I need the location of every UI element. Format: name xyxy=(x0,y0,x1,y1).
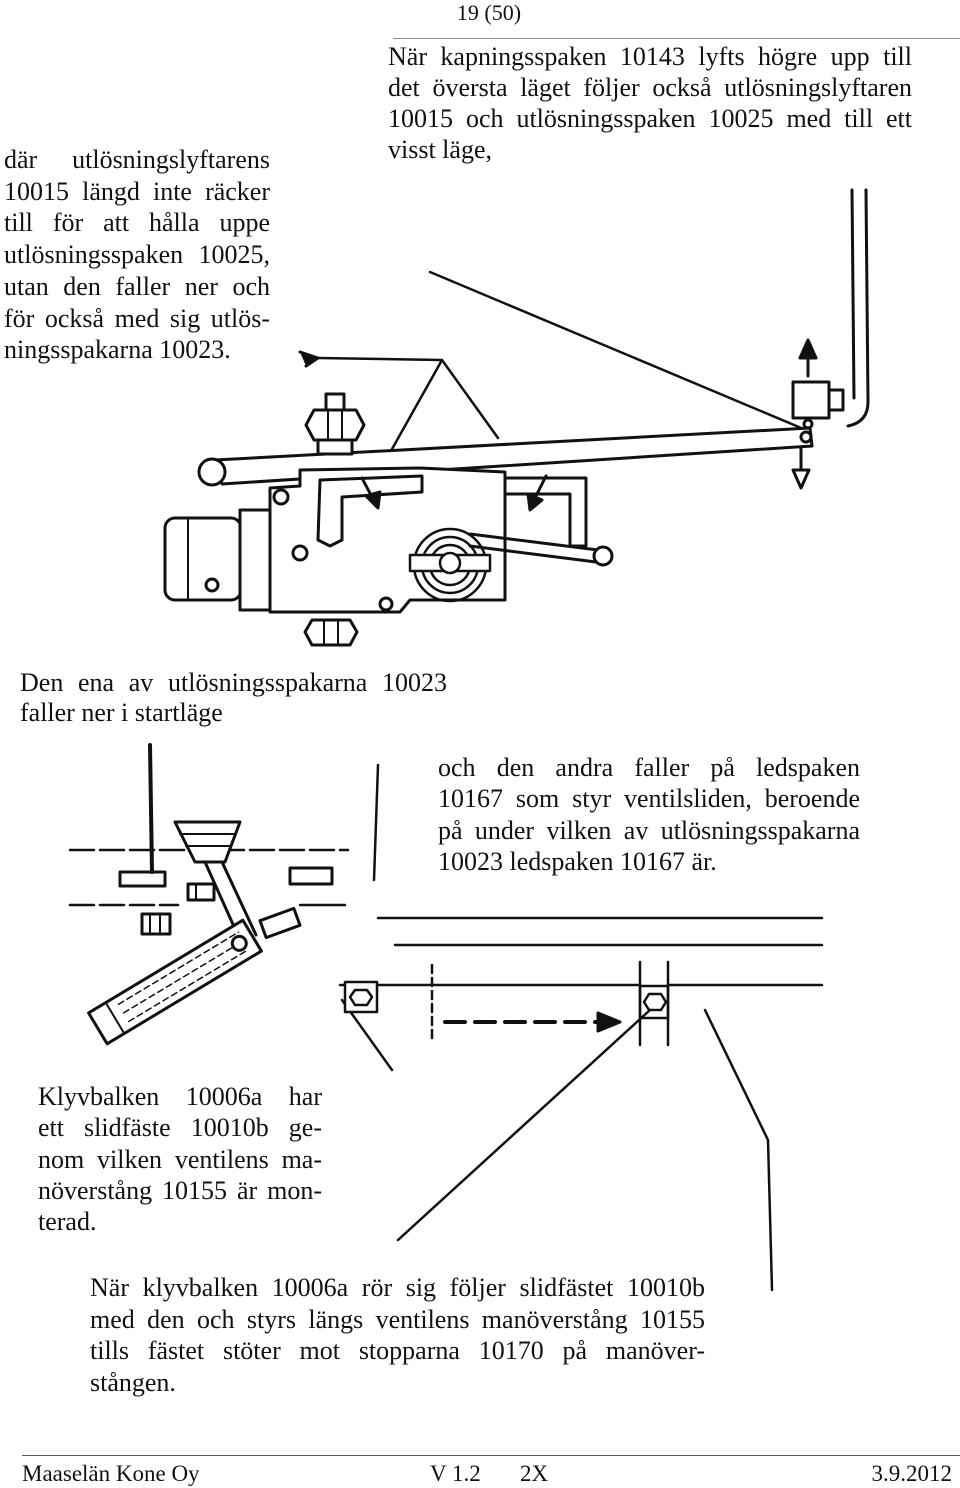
leader-line xyxy=(150,745,152,872)
release-mechanism-drawing xyxy=(165,190,868,645)
pivot-pin xyxy=(380,598,392,610)
slot xyxy=(290,868,332,884)
split-beam-drawing xyxy=(340,918,822,1290)
caption-line: faller ner i startläge xyxy=(20,698,223,727)
right-intro-paragraph: När kapningsspaken 10143 lyfts högre upp… xyxy=(388,41,912,165)
valve-cylinder xyxy=(89,920,262,1044)
caption-line: nom vilken ventilens ma- xyxy=(38,1144,322,1174)
leader-arrowhead xyxy=(300,352,318,366)
caption-line: növerstång 10155 är mon- xyxy=(38,1175,322,1205)
footer-model: 2X xyxy=(520,1461,549,1486)
leader-line xyxy=(705,1010,772,1290)
rubber-boot xyxy=(175,822,240,862)
cutting-lever-rod xyxy=(848,190,868,426)
paragraph-line: det översta läget följer också utlösning… xyxy=(388,73,912,102)
caption-line: 10167 som styr ventilsliden, beroende xyxy=(438,784,860,814)
up-arrow-icon xyxy=(800,340,816,376)
dashed-right-arrow-icon xyxy=(445,1013,620,1031)
paragraph-line: När kapningsspaken 10143 lyfts högre upp… xyxy=(388,42,912,71)
caption-line: ett slidfäste 10010b ge- xyxy=(38,1113,322,1143)
bolt xyxy=(260,908,300,937)
bent-arrow-icon xyxy=(528,476,546,510)
caption-line: med den och styrs längs ventilens manöve… xyxy=(90,1304,705,1334)
valve-lever-drawing xyxy=(70,745,392,1070)
release-lever-right xyxy=(505,478,586,546)
footer-date: 3.9.2012 xyxy=(871,1461,953,1486)
spring-coil xyxy=(410,529,490,601)
valve-lever-caption: och den andra faller på ledspaken 10167 … xyxy=(438,752,860,877)
leader-line xyxy=(430,272,806,430)
bent-arrow-icon xyxy=(362,478,380,508)
down-arrow-icon xyxy=(793,447,809,488)
motor-body xyxy=(165,518,241,600)
caption-line: stången. xyxy=(90,1367,176,1397)
rod-clamp-bolt xyxy=(829,390,843,410)
caption-line: Klyvbalken 10006a har xyxy=(38,1082,322,1111)
bolt xyxy=(142,914,170,934)
pivot-pin xyxy=(293,546,307,560)
header-rule xyxy=(393,38,960,39)
bolt xyxy=(188,884,214,900)
start-position-caption: Den ena av utlösningsspakarna 10023 fall… xyxy=(20,668,447,728)
pivot-pin xyxy=(274,490,288,504)
motor-flange xyxy=(240,510,270,610)
split-beam-caption: Klyvbalken 10006a har ett slidfäste 1001… xyxy=(38,1081,322,1237)
stopper-nut xyxy=(640,986,668,1018)
bar-right-pivot xyxy=(801,432,811,442)
left-intro-paragraph: där utlösningslyftarens 10015 längd inte… xyxy=(4,144,270,366)
paragraph-line: där utlösningslyftarens xyxy=(4,145,270,174)
pivot-pin xyxy=(206,579,218,591)
caption-line: tills fästet stöter mot stopparna 10170 … xyxy=(90,1336,705,1366)
release-lever-left xyxy=(318,476,422,546)
paragraph-line: utan den faller ner och xyxy=(4,271,270,301)
paragraph-line: för också med sig utlös- xyxy=(4,303,270,333)
page-number: 19 (50) xyxy=(456,0,522,25)
leader-line xyxy=(374,765,378,880)
paragraph-line: 10015 längd inte räcker xyxy=(4,176,270,206)
caption-line: på under vilken av utlösningsspakarna xyxy=(438,815,860,845)
paragraph-line: utlösningsspaken 10025, xyxy=(4,240,270,270)
paragraph-line: visst läge, xyxy=(388,135,492,164)
caption-line: 10023 ledspaken 10167 är. xyxy=(438,846,717,876)
beam-motion-caption: När klyvbalken 10006a rör sig följer sli… xyxy=(90,1272,705,1398)
pivot-pin xyxy=(594,547,612,565)
leader-line xyxy=(398,1010,650,1240)
paragraph-line: till för att hålla uppe xyxy=(4,208,270,238)
paragraph-line: 10015 och utlösningsspaken 10025 med til… xyxy=(388,104,912,133)
footer-rule xyxy=(22,1455,960,1456)
stopper-nut xyxy=(345,982,377,1012)
slot xyxy=(120,872,165,886)
caption-line: När klyvbalken 10006a rör sig följer sli… xyxy=(90,1273,705,1302)
bar-end-pivot xyxy=(199,459,225,485)
caption-line: Den ena av utlösningsspakarna 10023 xyxy=(20,668,447,697)
rod-clamp xyxy=(793,382,829,418)
footer-version: V 1.2 xyxy=(430,1461,481,1486)
lever-link xyxy=(470,534,598,562)
top-bolt xyxy=(306,394,364,454)
paragraph-line: ningsspakarna 10023. xyxy=(4,335,231,365)
caption-line: och den andra faller på ledspaken xyxy=(438,753,860,782)
caption-line: terad. xyxy=(38,1207,97,1237)
footer-company: Maaselän Kone Oy xyxy=(22,1461,200,1486)
bottom-bolt xyxy=(305,620,357,645)
